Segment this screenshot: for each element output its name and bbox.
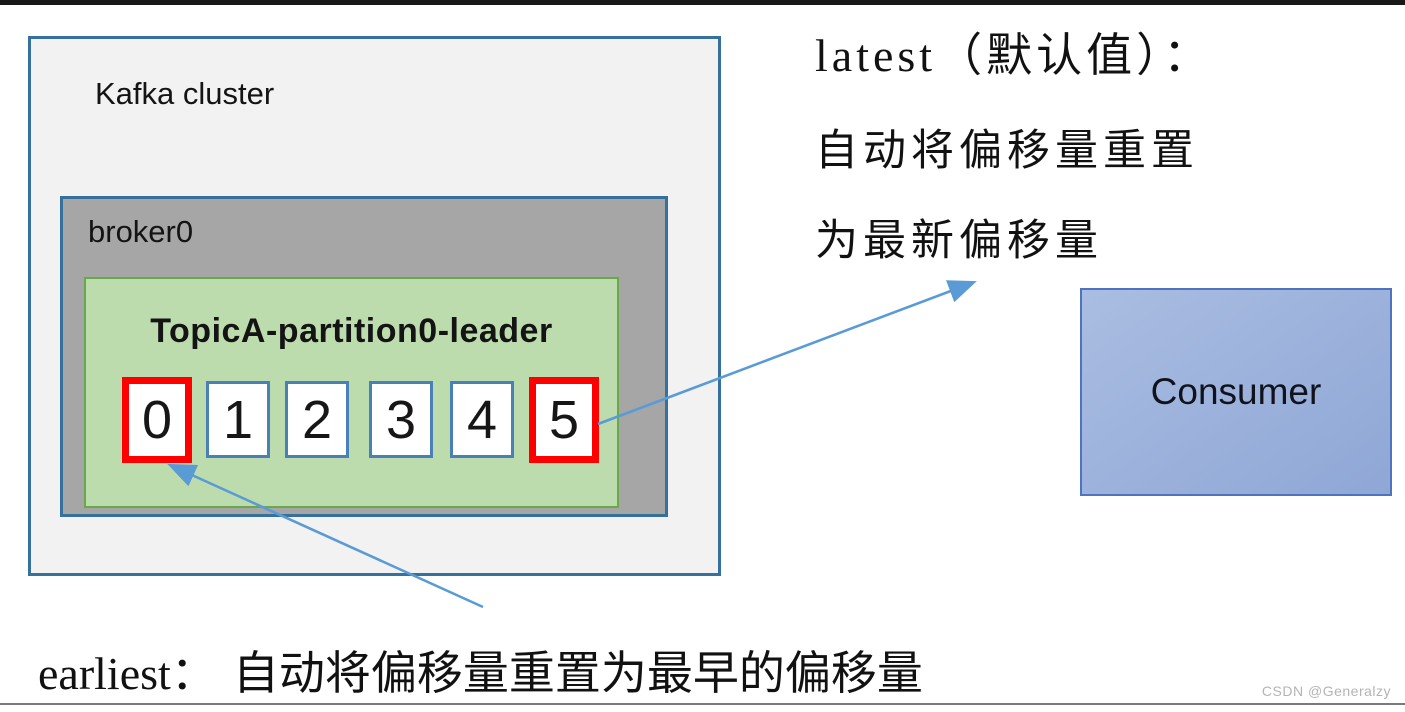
earliest-annotation: earliest： 自动将偏移量重置为最早的偏移量 (38, 637, 923, 703)
offset-cell-3: 3 (369, 381, 433, 458)
earliest-annotation-text: 自动将偏移量重置为最早的偏移量 (232, 648, 923, 699)
latest-annotation: latest（默认值）： 自动将偏移量重置 为最新偏移量 (815, 24, 1213, 272)
offset-cell-5-highlighted: 5 (529, 377, 599, 463)
consumer-label: Consumer (1150, 371, 1322, 412)
latest-annotation-line2: 自动将偏移量重置 (815, 128, 1199, 175)
topic-partition-title: TopicA-partition0-leader (150, 312, 553, 350)
csdn-watermark: CSDN @Generalzy (1261, 683, 1391, 699)
offset-cell-4: 4 (450, 381, 514, 458)
bottom-border-strip (0, 703, 1405, 705)
earliest-annotation-label: earliest： (38, 648, 217, 699)
latest-annotation-line3: 为最新偏移量 (815, 218, 1103, 265)
offset-cell-2: 2 (285, 381, 349, 458)
broker0-label: broker0 (88, 214, 194, 249)
kafka-cluster-label: Kafka cluster (95, 76, 275, 111)
consumer-box: Consumer (1080, 288, 1392, 496)
top-border-strip (0, 0, 1405, 5)
latest-annotation-line1: latest（默认值）： (815, 30, 1214, 81)
offset-cell-0-highlighted: 0 (122, 377, 192, 463)
offset-cell-1: 1 (206, 381, 270, 458)
